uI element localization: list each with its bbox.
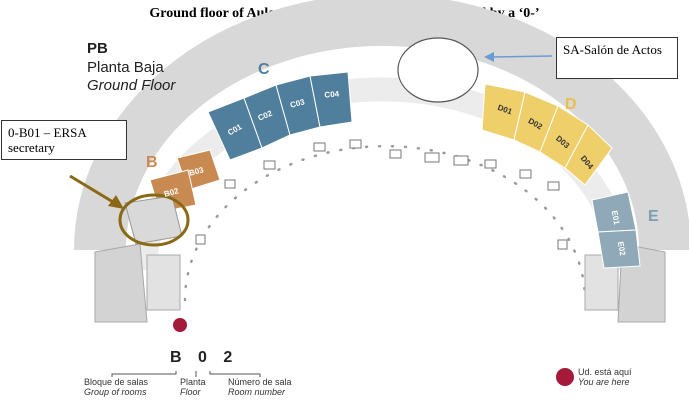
label-c04: C04 xyxy=(324,89,340,99)
legend-group: Bloque de salas Group of rooms xyxy=(84,377,148,397)
label-b03: B03 xyxy=(188,165,205,178)
legend-group-en: Group of rooms xyxy=(84,387,147,397)
legend-room-es: Número de sala xyxy=(228,377,292,387)
legend-room-code: B 0 2 xyxy=(170,349,239,366)
pillar-dots xyxy=(183,144,587,302)
section-e-letter: E xyxy=(648,208,659,225)
you-are-here-marker xyxy=(173,318,187,332)
legend-group-es: Bloque de salas xyxy=(84,377,149,387)
section-e-rooms xyxy=(591,191,641,269)
salon-de-actos-shape xyxy=(397,37,479,103)
room-c04 xyxy=(309,71,353,128)
legend-here-en: You are here xyxy=(578,377,630,387)
label-b02: B02 xyxy=(163,186,180,199)
label-e01: E01 xyxy=(610,210,621,226)
room-d04 xyxy=(564,124,613,186)
section-b-rooms xyxy=(124,149,221,245)
legend-here-marker xyxy=(556,368,574,386)
legend-room: Número de sala Room number xyxy=(228,377,292,397)
legend-room-en: Room number xyxy=(228,387,286,397)
section-c-letter: C xyxy=(258,61,270,78)
salon-arrow xyxy=(491,55,553,58)
label-c03: C03 xyxy=(289,97,306,109)
legend-floor-en: Floor xyxy=(180,387,201,397)
section-b-letter: B xyxy=(146,154,158,171)
legend-bracket-group xyxy=(111,371,177,377)
section-d-letter: D xyxy=(565,96,577,113)
floor-code: PB xyxy=(87,40,108,57)
legend-you-are-here: Ud. está aquí You are here xyxy=(578,367,632,387)
room-e02 xyxy=(597,229,641,269)
callout-salon-de-actos: SA-Salón de Actos xyxy=(556,37,678,79)
legend-bracket-room xyxy=(209,371,261,377)
west-block xyxy=(94,243,148,323)
section-c-rooms xyxy=(207,71,353,161)
floor-name-en: Ground Floor xyxy=(87,77,176,94)
section-d-rooms xyxy=(481,83,613,186)
salon-arrow-head xyxy=(484,52,494,62)
b01-arrow-head xyxy=(108,195,124,209)
west-block-room xyxy=(146,254,181,311)
floor-name-es: Planta Baja xyxy=(87,59,164,76)
label-e02: E02 xyxy=(616,241,627,257)
legend-floor: Planta Floor xyxy=(180,377,206,397)
room-b01 xyxy=(124,195,183,245)
b01-highlight-ring xyxy=(118,193,190,247)
b01-arrow xyxy=(69,174,119,207)
corridor-features xyxy=(195,139,568,250)
legend-floor-es: Planta xyxy=(180,377,206,387)
callout-b01: 0-B01 – ERSA secretary xyxy=(1,120,127,160)
building-outer-wall xyxy=(74,0,689,251)
legend-here-es: Ud. está aquí xyxy=(578,367,632,377)
